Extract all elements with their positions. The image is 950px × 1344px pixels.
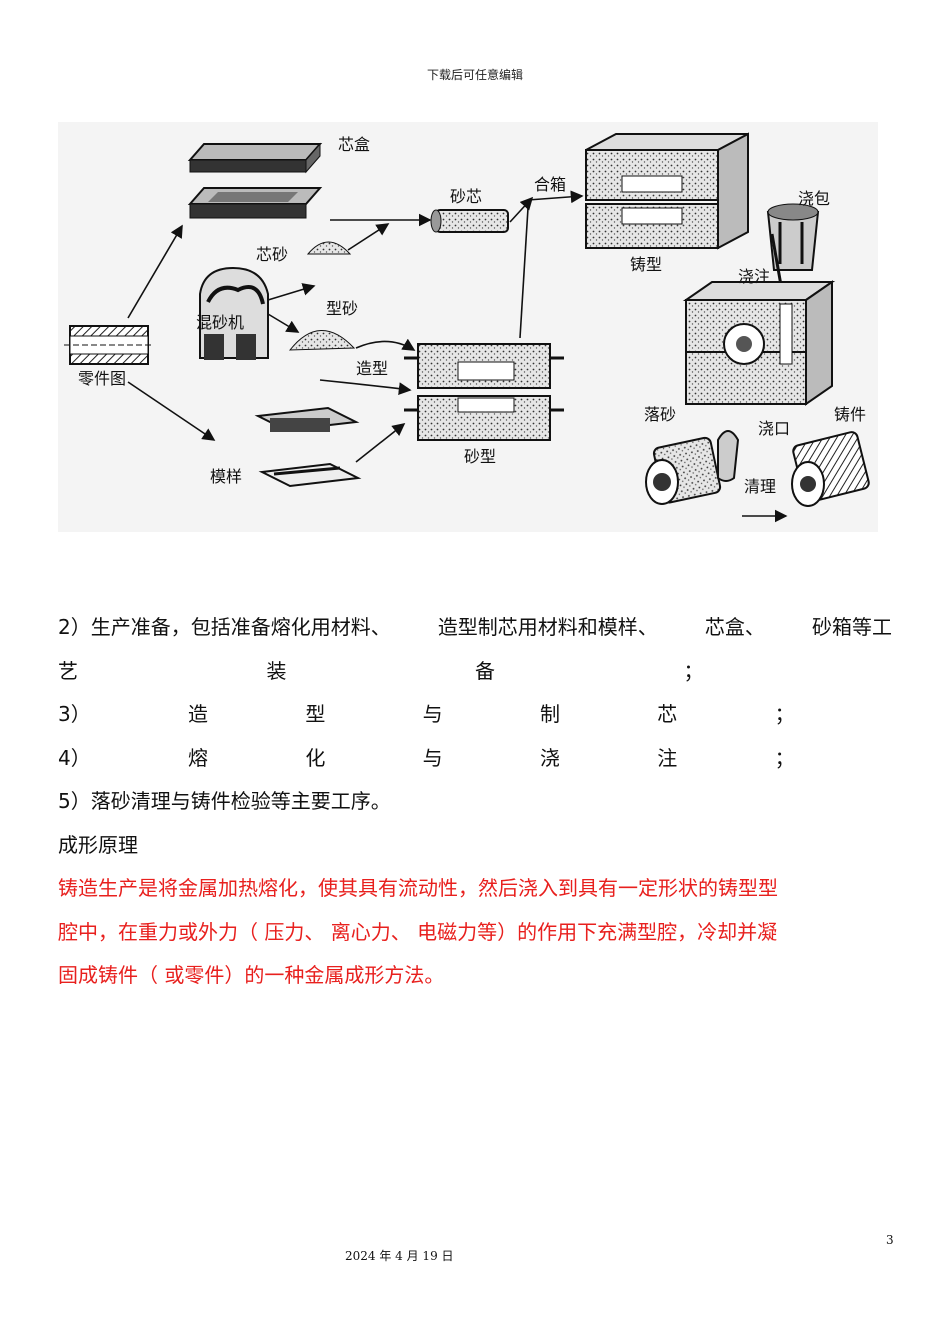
- paragraph-5: 5）落砂清理与铸件检验等主要工序。: [58, 789, 391, 813]
- sand-mixer-illustration: [199, 266, 269, 360]
- cleaned-casting-illustration: [791, 431, 870, 507]
- core-box-illustration: [187, 142, 323, 219]
- sand-core-illustration: [430, 209, 509, 233]
- principle-line-2: 腔中，在重力或外力（ 压力、 离心力、 电磁力等）的作用下充满型腔，冷却并凝: [58, 919, 778, 944]
- text-segment: 2）生产准备，包括准备熔化用材料、: [58, 615, 391, 639]
- label-sand-mixer: 混砂机: [196, 313, 244, 332]
- label-casting-mold: 铸型: [630, 255, 662, 274]
- paragraph-3: 3） 造 型 与 制 芯 ；: [58, 693, 892, 737]
- casting-mold-illustration: [585, 132, 749, 250]
- text-segment: 砂箱等工: [811, 615, 892, 639]
- label-close-box: 合箱: [534, 175, 566, 194]
- text-segment: ；: [683, 658, 704, 683]
- label-pattern: 模样: [210, 467, 242, 486]
- part-drawing-illustration: [64, 325, 154, 365]
- label-casting: 铸件: [834, 405, 866, 424]
- text-segment: 与: [422, 745, 443, 770]
- text-segment: ；: [774, 745, 795, 770]
- text-segment: 艺: [58, 658, 78, 683]
- label-shakeout: 落砂: [644, 405, 676, 424]
- label-cleaning: 清理: [744, 477, 776, 496]
- molding-sand-pile: [288, 330, 356, 351]
- page-number: 3: [886, 1233, 894, 1247]
- text-segment: 制: [539, 702, 560, 726]
- header-note: 下载后可任意编辑: [426, 68, 523, 82]
- text-segment: 造: [188, 702, 209, 726]
- label-part-drawing: 零件图: [78, 369, 126, 388]
- text-segment: 芯盒、: [704, 615, 765, 639]
- text-segment: 芯: [657, 702, 678, 726]
- paragraph-2-line-1: 2）生产准备，包括准备熔化用材料、 造型制芯用材料和模样、 芯盒、 砂箱等工: [58, 606, 892, 650]
- paragraph-4: 4） 熔 化 与 浇 注 ；: [58, 737, 892, 781]
- footer-date: 2024 年 4 月 19 日: [345, 1249, 454, 1263]
- text-segment: 浇: [539, 745, 560, 770]
- label-core-sand: 芯砂: [256, 245, 288, 264]
- principle-line-1: 铸造生产是将金属加热熔化，使其具有流动性，然后浇入到具有一定形状的铸型型: [58, 876, 778, 900]
- text-segment: 备: [475, 658, 495, 683]
- section-heading: 成形原理: [58, 832, 138, 857]
- label-gate: 浇口: [758, 419, 790, 438]
- label-pouring: 浇注: [738, 267, 770, 286]
- document-body: 2）生产准备，包括准备熔化用材料、 造型制芯用材料和模样、 芯盒、 砂箱等工 艺…: [58, 606, 892, 998]
- label-sand-mold: 砂型: [464, 447, 496, 466]
- label-core-box: 芯盒: [338, 135, 370, 154]
- ladle-illustration: [766, 203, 820, 315]
- text-segment: 3）: [58, 702, 91, 726]
- principle-line-3: 固成铸件（ 或零件）的一种金属成形方法。: [58, 963, 445, 987]
- label-ladle: 浇包: [798, 189, 830, 208]
- text-segment: 化: [305, 745, 326, 770]
- flow-arrows: [127, 190, 788, 523]
- text-segment: 熔: [188, 745, 209, 770]
- paragraph-2-line-2: 艺 装 备 ；: [58, 650, 892, 694]
- label-sand-core: 砂芯: [450, 187, 482, 206]
- core-sand-pile: [306, 241, 352, 255]
- label-molding: 造型: [356, 359, 388, 378]
- text-segment: 注: [657, 745, 678, 770]
- text-segment: 型: [305, 702, 326, 726]
- text-segment: 造型制芯用材料和模样、: [437, 615, 658, 639]
- text-segment: 4）: [58, 745, 91, 770]
- shakeout-casting-illustration: [645, 430, 740, 505]
- text-segment: ；: [774, 702, 795, 726]
- pouring-mold-illustration: [682, 280, 836, 406]
- sand-mold-illustration: [404, 343, 564, 441]
- text-segment: 装: [266, 658, 287, 683]
- pattern-illustration: [254, 406, 362, 488]
- casting-process-diagram: 芯盒 砂芯 合箱 浇包 芯砂 铸型 浇注 混砂机 型砂 零件图 造型 落砂 浇口…: [58, 122, 878, 532]
- label-molding-sand: 型砂: [326, 299, 358, 318]
- text-segment: 与: [422, 702, 443, 726]
